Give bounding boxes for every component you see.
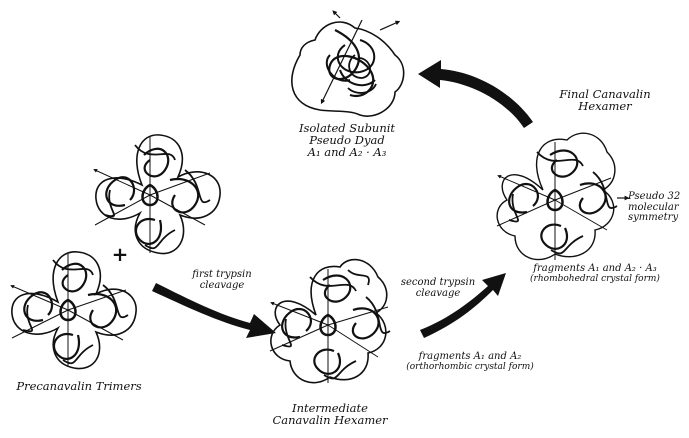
final-hexamer-title: Final Canavalin Hexamer: [555, 88, 655, 112]
first-cleavage-arrow: [152, 283, 276, 338]
first-trypsin-line2: cleavage: [182, 281, 262, 292]
first-trypsin-label: first trypsin cleavage: [182, 270, 262, 291]
reassembly-arrow: [418, 60, 533, 128]
intermediate-hexamer-line2: Canavalin Hexamer: [265, 414, 395, 426]
isolated-subunit-label: Isolated Subunit Pseudo Dyad A₁ and A₂ ·…: [292, 122, 402, 158]
final-hexamer-title-line2: Hexamer: [555, 100, 655, 112]
plus-sign: +: [110, 244, 130, 265]
precanavalin-trimers-label: Precanavalin Trimers: [14, 380, 144, 392]
fragments-orthorhombic-label: fragments A₁ and A₂ (orthorhombic crysta…: [395, 352, 545, 372]
precanavalin-trimer-upper: [95, 135, 220, 254]
fragments-orthorhombic-line1: fragments A₁ and A₂: [395, 352, 545, 363]
second-trypsin-line2: cleavage: [393, 289, 483, 300]
fragments-rhombohedral-line1: fragments A₁ and A₂ · A₃: [520, 264, 670, 275]
isolated-subunit-drawing: [292, 12, 404, 116]
first-trypsin-line1: first trypsin: [182, 270, 262, 281]
fragments-rhombohedral-line2: (rhombohedral crystal form): [520, 275, 670, 284]
pseudo-symmetry-line3: symmetry: [628, 213, 688, 224]
final-hexamer-drawing: [497, 133, 627, 260]
pseudo-symmetry-label: Pseudo 32 molecular symmetry: [628, 192, 688, 224]
precanavalin-trimer-lower: [12, 252, 136, 369]
isolated-subunit-line3: A₁ and A₂ · A₃: [292, 146, 402, 158]
intermediate-hexamer-label: Intermediate Canavalin Hexamer: [265, 402, 395, 426]
intermediate-hexamer-drawing: [270, 260, 390, 383]
pseudo-symmetry-line1: Pseudo 32: [628, 192, 688, 203]
second-trypsin-line1: second trypsin: [393, 278, 483, 289]
second-trypsin-label: second trypsin cleavage: [393, 278, 483, 299]
fragments-orthorhombic-line2: (orthorhombic crystal form): [395, 363, 545, 372]
fragments-rhombohedral-label: fragments A₁ and A₂ · A₃ (rhombohedral c…: [520, 264, 670, 284]
